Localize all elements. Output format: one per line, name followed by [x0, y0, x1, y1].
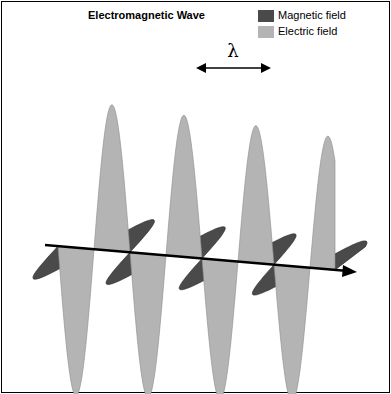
electric-lobe: [274, 265, 310, 394]
legend-text: Electric field: [278, 25, 337, 37]
wavelength-label: λ: [227, 40, 238, 61]
wavelength-arrowhead: [196, 63, 206, 73]
legend-swatch: [258, 26, 274, 38]
electric-lobe: [166, 115, 202, 258]
diagram-title: Electromagnetic Wave: [88, 9, 205, 21]
wavelength-arrowhead: [261, 63, 271, 73]
electric-lobe: [130, 252, 166, 394]
electric-lobe: [202, 259, 238, 394]
electric-lobe: [310, 136, 335, 270]
legend-text: Magnetic field: [278, 9, 346, 21]
propagation-axis: [45, 245, 348, 271]
electric-lobe: [58, 246, 94, 394]
electric-lobe: [94, 105, 130, 253]
electric-lobe: [238, 126, 274, 265]
wavelength-arrow: [203, 67, 264, 69]
axis-arrowhead: [342, 265, 357, 277]
legend-swatch: [258, 10, 274, 22]
field-lobes: [33, 105, 367, 394]
